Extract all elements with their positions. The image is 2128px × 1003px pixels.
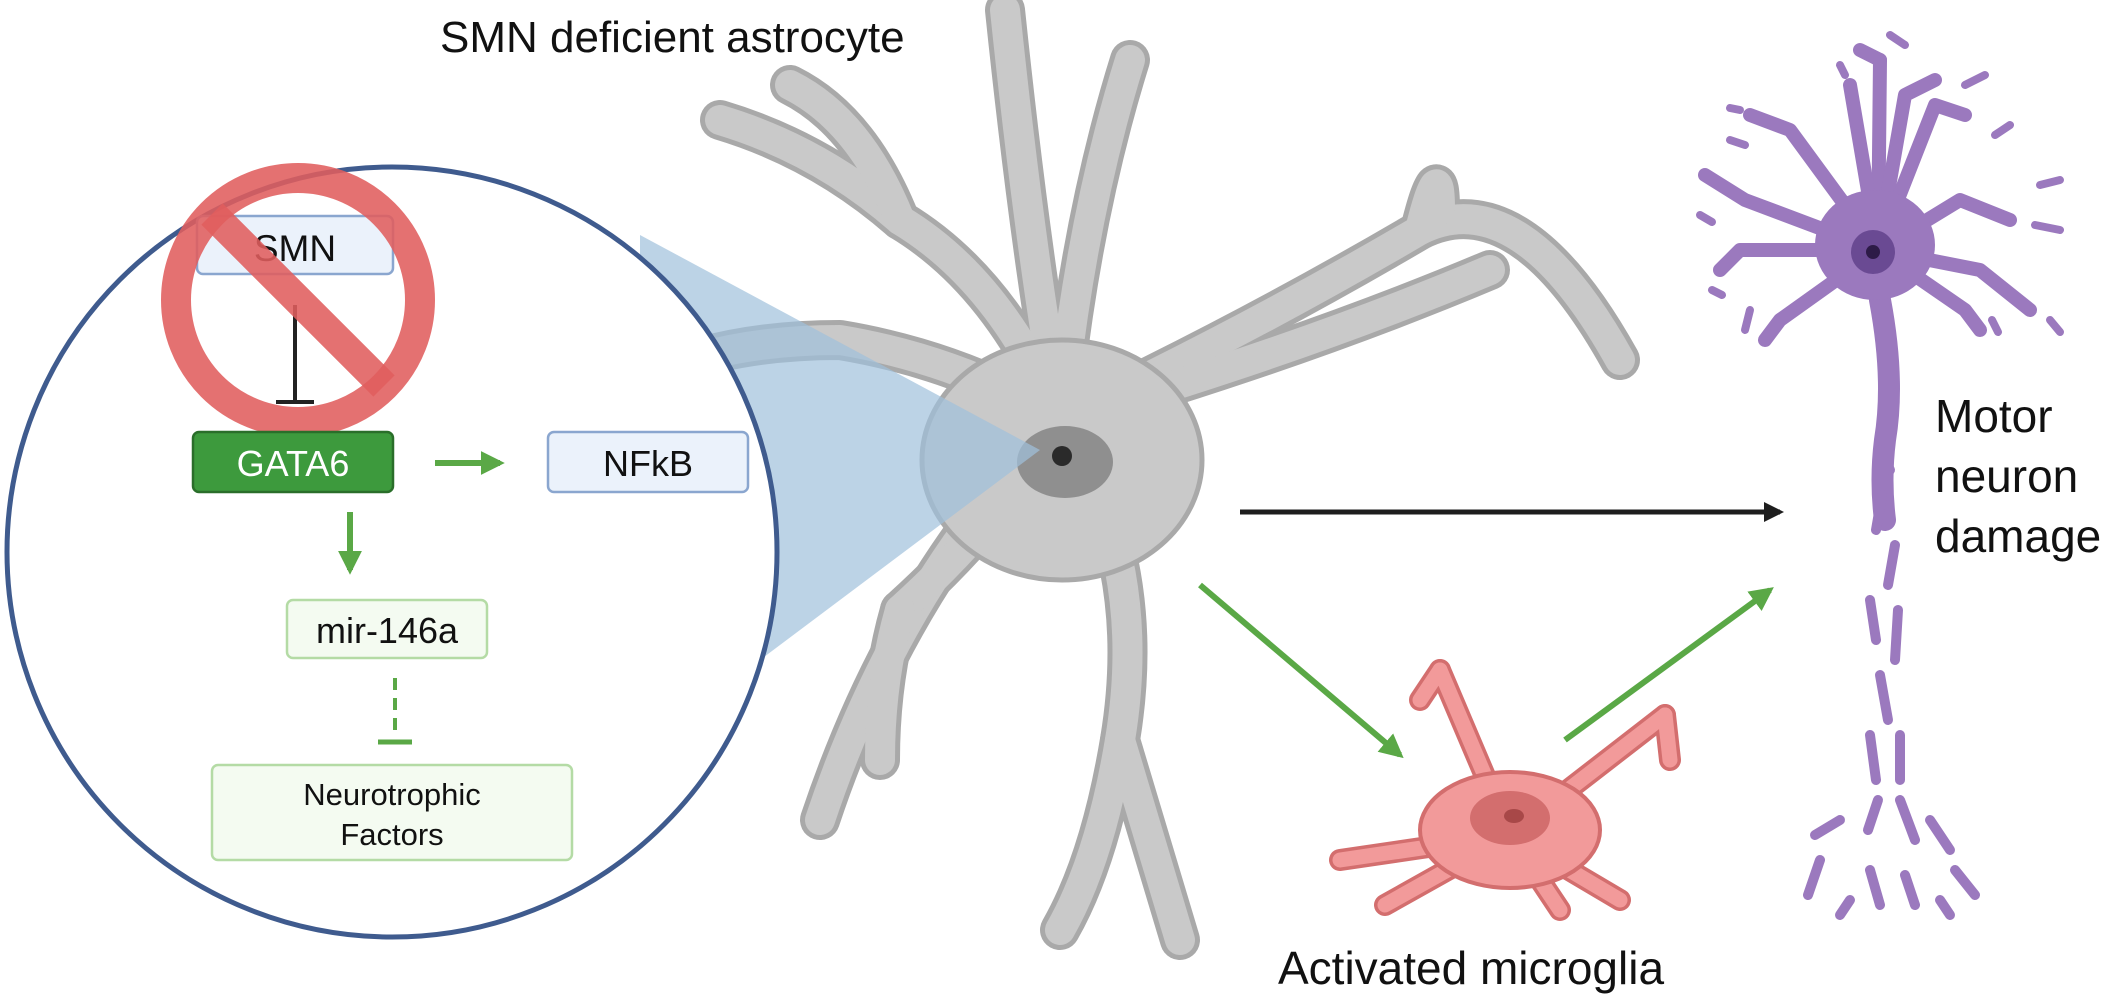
microglia-nucleolus bbox=[1504, 809, 1524, 823]
mir-box bbox=[285, 598, 489, 660]
neuron-nucleolus bbox=[1866, 245, 1880, 259]
nfkb-box bbox=[546, 430, 750, 494]
neurotrophic-label-line2: Factors bbox=[340, 817, 443, 852]
dendrite-fragments bbox=[1696, 31, 2064, 336]
axon-fragments bbox=[1803, 445, 1980, 920]
microglia-illustration bbox=[1329, 659, 1681, 921]
microglia-to-neuron-arrow bbox=[1563, 587, 1774, 743]
motor-neuron-label-line2: neuron bbox=[1935, 450, 2078, 502]
neurotrophic-box bbox=[210, 763, 574, 862]
gata6-box bbox=[191, 430, 395, 494]
microglia-label: Activated microglia bbox=[1278, 942, 1664, 994]
nfkb-label: NFkB bbox=[603, 443, 693, 484]
prohibition-icon bbox=[161, 163, 435, 437]
gata6-label: GATA6 bbox=[237, 443, 350, 484]
motor-neuron-label-line1: Motor bbox=[1935, 390, 2053, 442]
title-label: SMN deficient astrocyte bbox=[440, 13, 905, 62]
astrocyte-to-microglia-arrow bbox=[1198, 582, 1404, 759]
motor-neuron-label-line3: damage bbox=[1935, 510, 2101, 562]
astrocyte-nucleolus bbox=[1052, 446, 1072, 466]
neurotrophic-label-line1: Neurotrophic bbox=[303, 777, 480, 812]
mir-label: mir-146a bbox=[316, 610, 459, 651]
